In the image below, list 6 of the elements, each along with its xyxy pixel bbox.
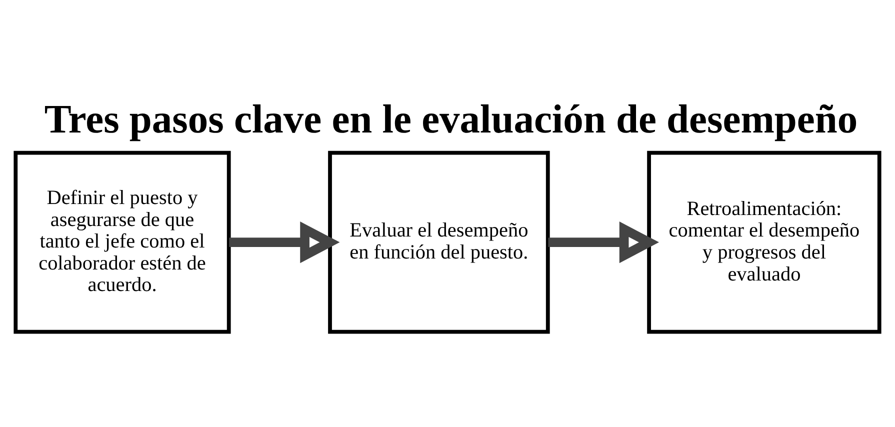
node-box: Evaluar el desempeño en función del puesto. [328, 150, 550, 334]
node-box: Retroalimentación: comentar el desempeño y progresos del evaluado [647, 150, 882, 334]
arrow [548, 222, 659, 264]
node-box: Definir el puesto y asegurarse de que tanto el jefe como el colaborador estén de acuerdo. [14, 150, 231, 334]
diagram-title: Tres pasos clave en le evaluación de desempeño [44, 96, 858, 142]
arrow [229, 222, 340, 264]
